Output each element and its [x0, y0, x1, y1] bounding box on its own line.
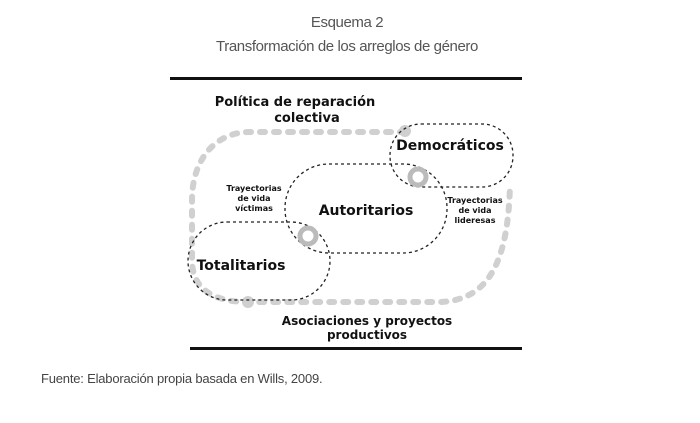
figure-title: Transformación de los arreglos de género: [216, 38, 478, 55]
totalitarian-label: Totalitarios: [197, 258, 286, 274]
bottom-label-line1: Asociaciones y proyectos: [282, 314, 452, 328]
totalitarian-region: [187, 221, 331, 301]
left-note-line2: de vida: [237, 194, 270, 203]
authoritarian-label: Autoritarios: [319, 203, 414, 219]
transition-ring-lower: [297, 225, 319, 247]
left-note-line1: Trayectorias: [226, 184, 281, 193]
authoritarian-region: [284, 163, 448, 254]
source-note: Fuente: Elaboración propia basada en Wil…: [41, 371, 323, 386]
right-note-line3: lideresas: [455, 216, 496, 225]
loop-start-dot: [399, 125, 411, 137]
left-note-line3: víctimas: [235, 204, 273, 213]
transition-ring-upper: [407, 166, 429, 188]
top-divider: [170, 77, 522, 80]
bottom-divider: [190, 347, 522, 350]
top-label-line2: colectiva: [274, 111, 340, 126]
right-note-line1: Trayectorias: [447, 196, 502, 205]
loop-end-dot: [242, 296, 254, 308]
top-label-line1: Política de reparación: [215, 95, 376, 110]
democratic-region: [389, 123, 514, 188]
figure-number: Esquema 2: [310, 14, 384, 31]
right-note-line2: de vida: [458, 206, 491, 215]
reparation-loop: [189, 129, 513, 305]
democratic-label: Democráticos: [396, 138, 504, 154]
bottom-label-line2: productivos: [327, 328, 407, 342]
